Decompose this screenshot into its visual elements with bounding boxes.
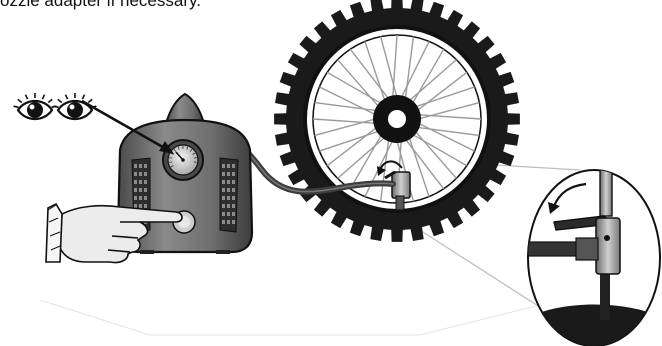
eyes-icon (14, 93, 97, 119)
vent-slot (144, 164, 147, 168)
vent-slot (134, 196, 137, 200)
vent-slot (222, 188, 225, 192)
vent-slot (134, 172, 137, 176)
vent-slot (222, 196, 225, 200)
vent-slot (139, 196, 142, 200)
vent-slot (232, 196, 235, 200)
vent-slot (227, 180, 230, 184)
vent-slot (134, 204, 137, 208)
vent-slot (227, 196, 230, 200)
vent-slot (232, 164, 235, 168)
vent-slot (139, 172, 142, 176)
vent-slot (222, 204, 225, 208)
background-pad (40, 300, 560, 335)
vent-slot (144, 196, 147, 200)
vent-slot (232, 180, 235, 184)
vent-slot (222, 164, 225, 168)
vent-slot (134, 188, 137, 192)
vent-slot (139, 188, 142, 192)
vent-slot (232, 204, 235, 208)
vent-slot (227, 172, 230, 176)
vent-slot (227, 188, 230, 192)
vent-slot (227, 164, 230, 168)
pressure-gauge (163, 140, 203, 180)
valve-zoom-callout (528, 150, 662, 346)
vent-slot (144, 204, 147, 208)
vent-slot (232, 188, 235, 192)
vent-slot (222, 212, 225, 216)
vent-slot (232, 220, 235, 224)
vent-slot (134, 164, 137, 168)
vent-slot (144, 188, 147, 192)
vent-slot (227, 204, 230, 208)
vent-slot (232, 172, 235, 176)
vent-slot (222, 220, 225, 224)
vent-slot (134, 180, 137, 184)
vent-slot (139, 164, 142, 168)
vent-slot (139, 180, 142, 184)
vent-slot (222, 180, 225, 184)
vent-slot (222, 172, 225, 176)
vent-slot (227, 212, 230, 216)
vent-slot (232, 212, 235, 216)
vent-slot (139, 204, 142, 208)
vent-slot (144, 172, 147, 176)
vent-slot (227, 220, 230, 224)
vent-slot (144, 180, 147, 184)
